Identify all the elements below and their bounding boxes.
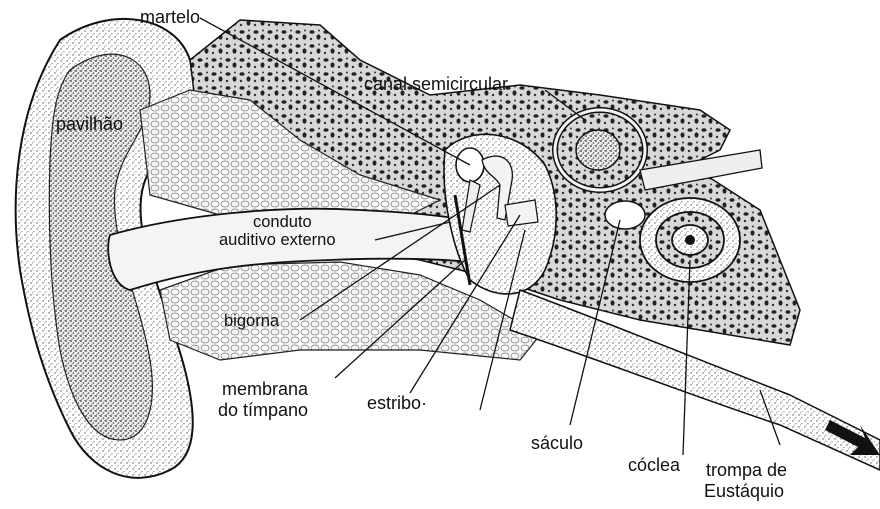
label-trompa-1: trompa de [706,460,787,480]
semicircular-canal-inner [576,130,620,170]
label-membrana-2: do tímpano [218,400,308,420]
label-coclea: cóclea [628,455,680,475]
label-conduto-2: auditivo externo [219,230,336,250]
saccule-shape [605,201,645,229]
label-saculo: sáculo [531,433,583,453]
label-trompa-2: Eustáquio [704,481,784,501]
cochlea-center [685,235,695,245]
label-martelo: martelo [140,7,200,27]
label-conduto-1: conduto [253,212,312,232]
label-canal-semicircular: canal semicircular [364,74,508,94]
label-membrana-1: membrana [222,379,308,399]
label-pavilhao: pavilhão [56,114,123,134]
stapes-shape [505,200,538,226]
label-bigorna: bigorna [224,311,279,331]
label-estribo: estribo· [367,393,427,413]
